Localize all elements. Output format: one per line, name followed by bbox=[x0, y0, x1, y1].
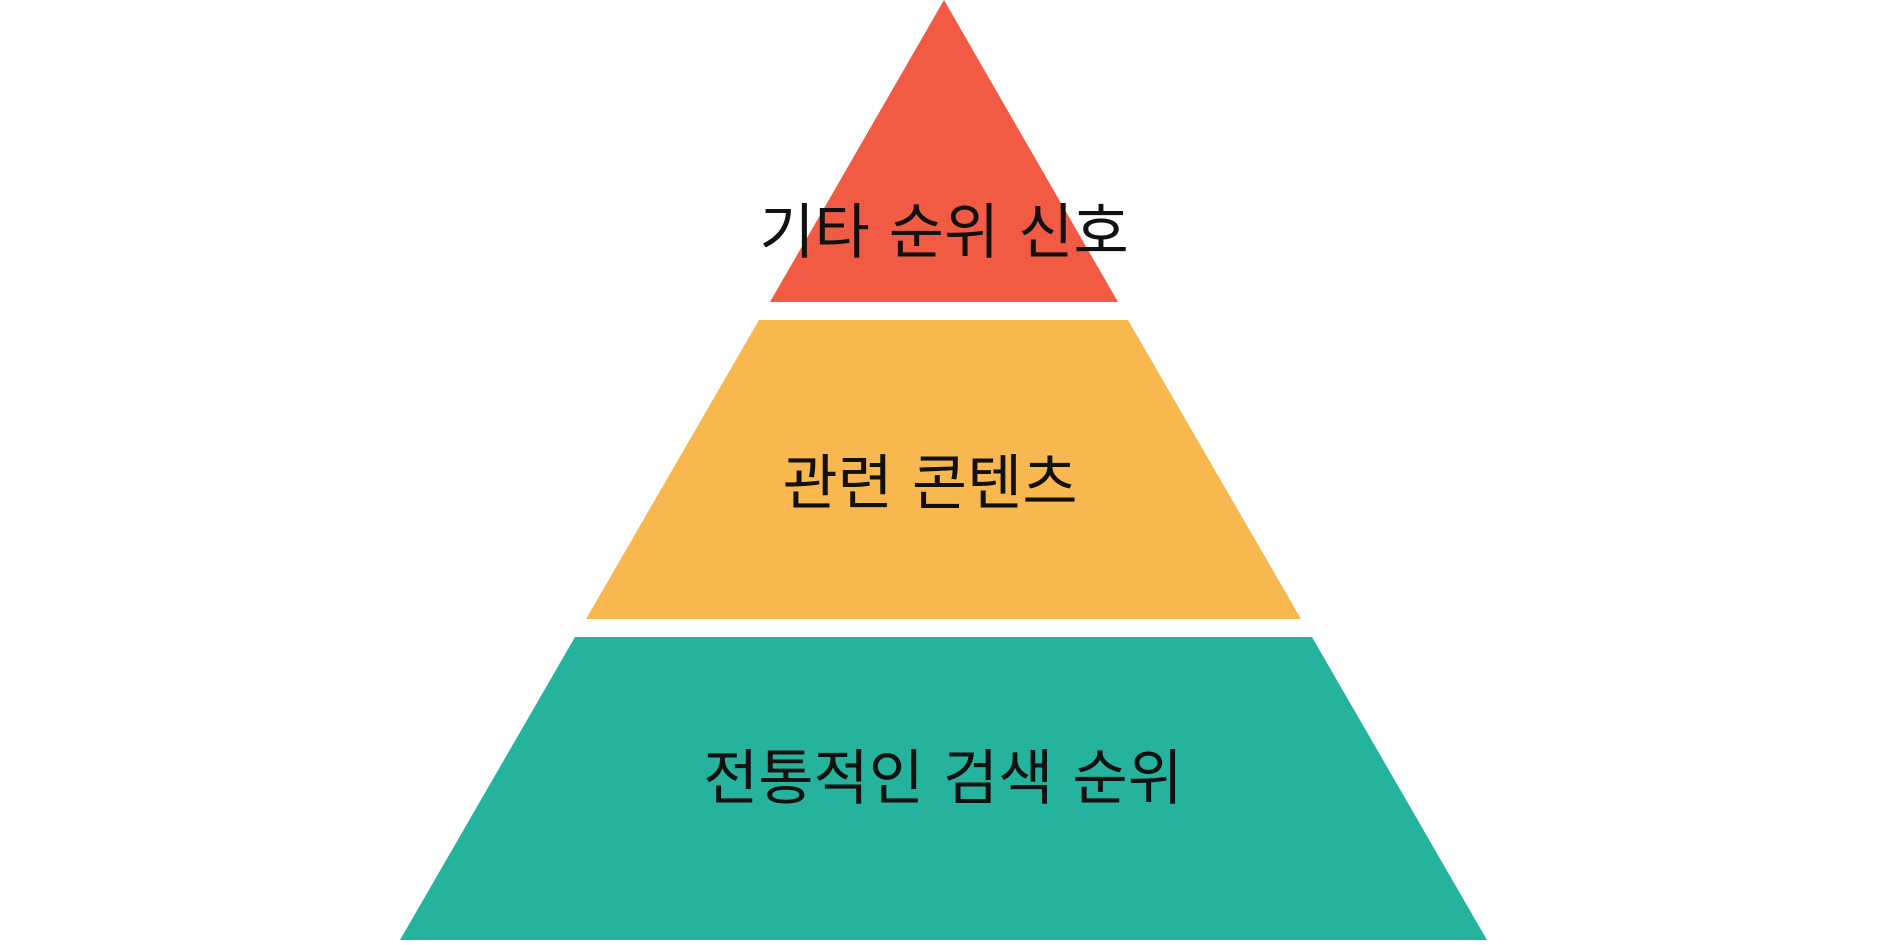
pyramid-tier-bottom: 전통적인 검색 순위 bbox=[400, 637, 1487, 940]
pyramid-tier-top: 기타 순위 신호 bbox=[759, 0, 1129, 302]
tier-bottom-label: 전통적인 검색 순위 bbox=[703, 744, 1183, 814]
tier-middle-shape bbox=[586, 320, 1301, 619]
tier-bottom-shape bbox=[400, 637, 1487, 940]
tier-top-label: 기타 순위 신호 bbox=[759, 198, 1128, 268]
tier-top-shape bbox=[770, 0, 1118, 302]
pyramid-tier-middle: 관련 콘텐츠 bbox=[586, 320, 1301, 619]
tier-middle-label: 관련 콘텐츠 bbox=[782, 449, 1077, 519]
